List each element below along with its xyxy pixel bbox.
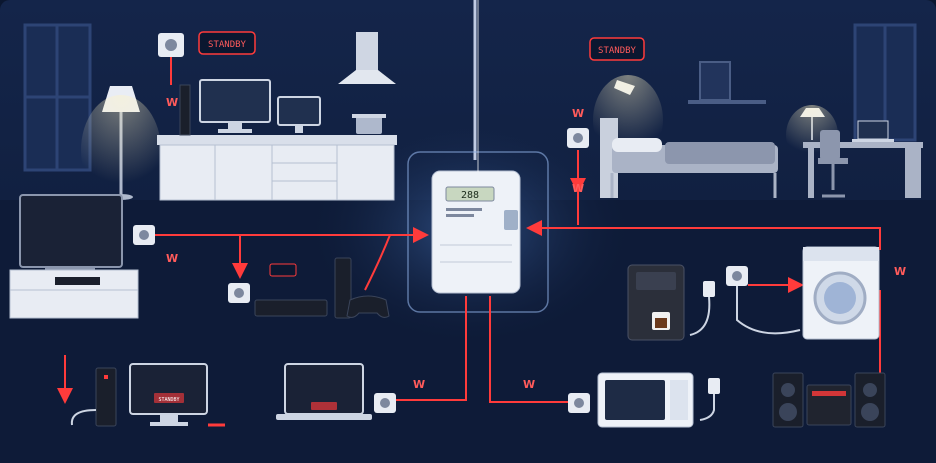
smart-meter-icon: 288 — [431, 170, 521, 294]
watt-label: W — [166, 252, 178, 265]
speaker-icon — [179, 84, 191, 136]
watt-label: W — [413, 378, 425, 391]
chair-icon — [818, 130, 848, 198]
coffee-machine-icon — [627, 264, 685, 341]
pendant-lamp-icon — [338, 32, 396, 84]
wall-socket-icon — [726, 266, 748, 286]
desktop-tower-icon — [70, 367, 117, 427]
desktop-monitor-icon: STANDBY — [129, 363, 208, 426]
laptop-icon — [852, 120, 894, 142]
tv-stand-icon — [9, 269, 139, 319]
watt-label: W — [572, 182, 584, 195]
laptop-icon — [276, 363, 372, 420]
power-cord — [736, 286, 801, 335]
standby-badge: STANDBY — [198, 31, 256, 55]
washing-machine-icon — [802, 246, 880, 340]
picture-frame-icon — [688, 61, 766, 104]
pot-icon — [352, 114, 386, 134]
wall-socket-icon — [567, 128, 589, 148]
stereo-speaker-icon — [772, 372, 886, 428]
meter-reading: 288 — [461, 190, 479, 201]
desk-icon — [803, 142, 923, 198]
wall-socket-icon — [228, 283, 250, 303]
screen-label: STANDBY — [158, 397, 179, 403]
window-icon — [23, 23, 92, 172]
wall-socket-icon — [374, 393, 396, 413]
watt-label: W — [894, 265, 906, 278]
tv-icon — [19, 194, 123, 272]
bed-icon — [600, 118, 778, 198]
watt-label: W — [572, 107, 584, 120]
plug-icon — [689, 281, 715, 336]
plug-icon — [699, 378, 720, 421]
desktop-monitor-icon — [199, 79, 271, 133]
standby-label: STANDBY — [208, 40, 247, 50]
game-console-icon — [254, 257, 352, 319]
gamepad-icon — [346, 295, 390, 318]
wall-socket-icon — [568, 393, 590, 413]
watt-label: W — [523, 378, 535, 391]
standby-label: STANDBY — [598, 46, 637, 56]
wall-socket-icon — [158, 33, 184, 57]
watt-label: W — [166, 96, 178, 109]
standby-badge — [269, 263, 297, 277]
microwave-icon — [597, 372, 694, 428]
standby-badge: STANDBY — [589, 37, 645, 61]
wall-socket-icon — [133, 225, 155, 245]
refrigerator-cabinet-icon — [157, 135, 397, 201]
desktop-monitor-icon — [277, 96, 321, 133]
